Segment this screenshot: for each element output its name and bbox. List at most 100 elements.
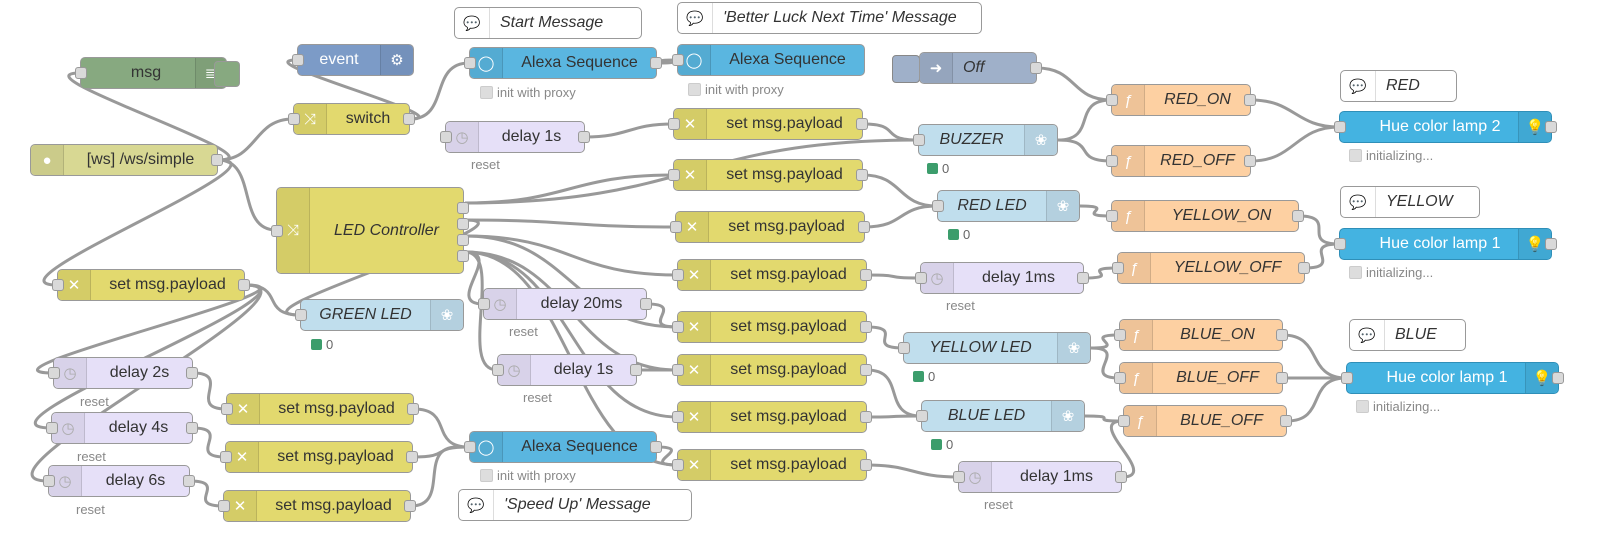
wire[interactable] bbox=[413, 407, 470, 449]
input-port[interactable] bbox=[75, 67, 87, 79]
wire[interactable] bbox=[409, 61, 470, 121]
wire[interactable] bbox=[1286, 376, 1347, 423]
buzzer-node[interactable]: BUZZER ❀ bbox=[913, 124, 1058, 156]
input-port[interactable] bbox=[220, 451, 232, 463]
change-node[interactable]: ✕ set msg.payload bbox=[220, 441, 418, 473]
function-node[interactable]: ƒ BLUE_OFF bbox=[1118, 405, 1292, 437]
input-port[interactable] bbox=[913, 134, 925, 146]
hue-lamp-node[interactable]: Hue color lamp 2 💡 bbox=[1334, 111, 1557, 143]
comment-node[interactable]: 💬 'Better Luck Next Time' Message bbox=[677, 2, 982, 34]
input-port[interactable] bbox=[672, 411, 684, 423]
comment-node[interactable]: 💬 RED bbox=[1340, 70, 1457, 102]
input-port[interactable] bbox=[670, 221, 682, 233]
delay-node[interactable]: ◷ delay 6s bbox=[43, 465, 195, 497]
change-node[interactable]: ✕ set msg.payload bbox=[668, 108, 868, 140]
wire[interactable] bbox=[464, 234, 678, 277]
output-port[interactable] bbox=[457, 218, 469, 230]
debug-toggle-button[interactable] bbox=[214, 61, 240, 87]
wire[interactable] bbox=[864, 204, 938, 229]
output-port[interactable] bbox=[860, 364, 872, 376]
output-port[interactable] bbox=[457, 234, 469, 246]
input-port[interactable] bbox=[271, 224, 283, 237]
wire[interactable] bbox=[1282, 333, 1347, 380]
change-node[interactable]: ✕ set msg.payload bbox=[672, 311, 872, 343]
output-port[interactable] bbox=[211, 154, 223, 166]
function-node[interactable]: ƒ BLUE_OFF bbox=[1114, 362, 1288, 394]
alexa-sequence-node[interactable]: ◯ Alexa Sequence bbox=[672, 44, 865, 76]
input-port[interactable] bbox=[464, 57, 476, 69]
wire[interactable] bbox=[464, 218, 676, 229]
output-port[interactable] bbox=[1244, 94, 1256, 106]
delay-node[interactable]: ◷ delay 1s bbox=[440, 121, 590, 153]
output-port[interactable] bbox=[856, 118, 868, 130]
wire[interactable] bbox=[464, 250, 678, 419]
output-port[interactable] bbox=[650, 441, 662, 453]
debug-node-msg[interactable]: msg ≣ bbox=[75, 57, 240, 89]
output-port[interactable] bbox=[856, 169, 868, 181]
input-port[interactable] bbox=[668, 169, 680, 181]
http-in-node[interactable]: ● [ws] /ws/simple bbox=[30, 144, 223, 176]
delay-node[interactable]: ◷ delay 20ms bbox=[478, 288, 652, 320]
wire[interactable] bbox=[42, 158, 233, 287]
wire[interactable] bbox=[866, 414, 922, 419]
output-port[interactable] bbox=[1276, 329, 1288, 341]
input-port[interactable] bbox=[1114, 372, 1126, 384]
input-port[interactable] bbox=[292, 54, 304, 66]
output-port[interactable] bbox=[1545, 238, 1557, 250]
output-port[interactable] bbox=[1280, 415, 1292, 427]
input-port[interactable] bbox=[492, 364, 504, 376]
input-port[interactable] bbox=[464, 441, 476, 453]
delay-node[interactable]: ◷ delay 2s bbox=[48, 357, 198, 389]
input-port[interactable] bbox=[1106, 155, 1118, 167]
wire[interactable] bbox=[1057, 138, 1112, 163]
function-node[interactable]: ƒ BLUE_ON bbox=[1114, 319, 1288, 351]
input-port[interactable] bbox=[478, 298, 490, 310]
output-port[interactable] bbox=[403, 113, 415, 125]
input-port[interactable] bbox=[440, 131, 452, 143]
input-port[interactable] bbox=[46, 422, 58, 434]
input-port[interactable] bbox=[218, 500, 230, 512]
change-node[interactable]: ✕ set msg.payload bbox=[672, 449, 872, 481]
input-port[interactable] bbox=[1334, 121, 1346, 133]
input-port[interactable] bbox=[52, 279, 64, 291]
output-port[interactable] bbox=[457, 202, 469, 214]
function-node[interactable]: ƒ RED_OFF bbox=[1106, 145, 1256, 177]
output-port[interactable] bbox=[860, 459, 872, 471]
yellow-led-node[interactable]: YELLOW LED ❀ bbox=[898, 332, 1091, 364]
output-port[interactable] bbox=[407, 403, 419, 415]
output-port[interactable] bbox=[1552, 372, 1564, 384]
input-port[interactable] bbox=[672, 364, 684, 376]
wire[interactable] bbox=[1250, 125, 1340, 163]
wire[interactable] bbox=[866, 463, 959, 479]
wire[interactable] bbox=[1036, 66, 1112, 102]
delay-node[interactable]: ◷ delay 4s bbox=[46, 412, 198, 444]
wire[interactable] bbox=[1298, 214, 1340, 246]
red-led-node[interactable]: RED LED ❀ bbox=[932, 190, 1080, 222]
output-port[interactable] bbox=[457, 250, 469, 262]
comment-node[interactable]: 💬 'Speed Up' Message bbox=[458, 489, 692, 521]
green-led-node[interactable]: GREEN LED ❀ bbox=[295, 299, 464, 331]
output-port[interactable] bbox=[1115, 471, 1127, 483]
output-port[interactable] bbox=[650, 57, 662, 69]
change-node[interactable]: ✕ set msg.payload bbox=[672, 259, 872, 291]
input-port[interactable] bbox=[916, 410, 928, 422]
event-node[interactable]: event ⚙ bbox=[292, 44, 414, 76]
input-port[interactable] bbox=[668, 118, 680, 130]
comment-node[interactable]: 💬 BLUE bbox=[1349, 319, 1466, 351]
output-port[interactable] bbox=[404, 500, 416, 512]
output-port[interactable] bbox=[1077, 272, 1089, 284]
change-node[interactable]: ✕ set msg.payload bbox=[670, 211, 870, 243]
change-node[interactable]: ✕ set msg.payload bbox=[668, 159, 868, 191]
wire[interactable] bbox=[412, 445, 470, 459]
input-port[interactable] bbox=[1106, 94, 1118, 106]
function-node[interactable]: ƒ RED_ON bbox=[1106, 84, 1256, 116]
input-port[interactable] bbox=[1106, 210, 1118, 222]
wire[interactable] bbox=[866, 273, 921, 280]
output-port[interactable] bbox=[1298, 262, 1310, 274]
wire[interactable] bbox=[584, 122, 674, 139]
wire[interactable] bbox=[464, 173, 674, 205]
output-port[interactable] bbox=[860, 269, 872, 281]
change-node[interactable]: ✕ set msg.payload bbox=[221, 393, 419, 425]
input-port[interactable] bbox=[288, 113, 300, 125]
